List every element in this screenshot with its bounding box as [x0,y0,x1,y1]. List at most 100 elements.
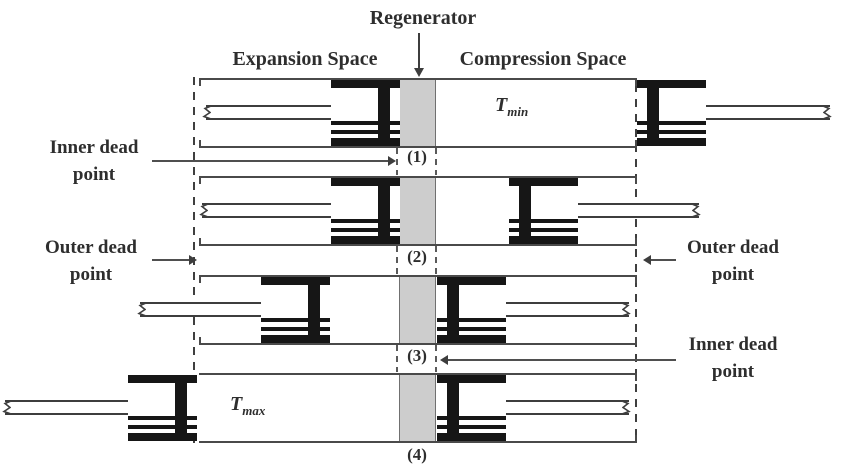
rod-break-mark [622,302,631,317]
rod-break-mark [137,302,146,317]
piston-ring [261,327,330,331]
expansion-piston [331,80,400,146]
piston-cap [509,236,578,244]
regenerator-wall-dash [396,148,398,175]
inner-dead-left-arrowhead-icon [388,156,396,166]
piston-cap [128,375,197,383]
regenerator-wall-dash [435,345,437,372]
compression-piston [437,375,506,441]
compression-piston [637,80,706,146]
engine-state-row-3 [137,275,637,345]
compression-piston-rod [506,302,629,317]
piston-cap [331,80,400,88]
state-label-1: (1) [407,147,427,166]
regenerator-matrix [399,375,436,441]
piston-ring [637,121,706,125]
piston-ring [261,318,330,322]
expansion-piston-rod [206,105,331,120]
piston-seal-bar [447,277,459,343]
piston-ring [128,416,197,420]
cylinder-end-cap-right [635,277,637,343]
engine-state-row-2 [199,176,701,246]
regenerator-wall-dash [435,148,437,175]
regenerator-pointer-line [418,33,420,68]
t-min-label: Tmin [495,94,529,119]
piston-cap [637,138,706,146]
piston-cap [128,433,197,441]
outer-dead-left-leader-line [152,259,189,261]
rod-break-mark [202,105,211,120]
piston-cap [331,236,400,244]
piston-seal-bar [378,178,390,244]
piston-cap [509,178,578,186]
cylinder-end-cap-right [635,375,637,441]
regenerator-wall-dash [435,246,437,274]
piston-ring [437,425,506,429]
piston-seal-bar [175,375,187,441]
outer-dead-right-leader-line [651,259,676,261]
rod-break-mark [199,203,208,218]
expansion-piston-rod [202,203,331,218]
regenerator-matrix [399,178,436,244]
regenerator-arrowhead-icon [414,68,424,77]
state-label-2: (2) [407,247,427,266]
compression-piston-rod [578,203,699,218]
compression-piston-rod [706,105,830,120]
expansion-piston [331,178,400,244]
engine-state-row-1: Tmin [199,78,832,148]
piston-ring [637,130,706,134]
piston-ring [509,219,578,223]
regenerator-matrix [399,277,436,343]
piston-ring [331,130,400,134]
expansion-piston-rod [140,302,261,317]
piston-seal-bar [647,80,659,146]
piston-cap [437,433,506,441]
dead-point-boundary-right [635,84,637,444]
piston-cap [437,277,506,285]
piston-ring [437,327,506,331]
regenerator-label: Regenerator [369,7,477,29]
piston-ring [331,121,400,125]
expansion-space-label: Expansion Space [232,48,378,70]
rod-break-mark [823,105,832,120]
piston-cap [637,80,706,88]
engine-state-row-4: Tmax [2,373,637,443]
expansion-piston [128,375,197,441]
regenerator-wall-dash [396,345,398,372]
cylinder-end-cap-right [635,178,637,244]
cylinder-end-cap-right [635,80,637,146]
piston-cap [331,138,400,146]
compression-piston [509,178,578,244]
piston-cap [437,335,506,343]
inner-dead-point-label-left: Inner dead point [49,137,139,185]
t-max-label: Tmax [230,393,266,418]
outer-dead-right-arrowhead-icon [643,255,651,265]
regenerator-wall-dash [396,246,398,274]
rod-break-mark [2,400,11,415]
state-label-4: (4) [407,445,427,464]
piston-seal-bar [308,277,320,343]
expansion-piston [261,277,330,343]
outer-dead-point-label-right: Outer dead point [686,237,779,285]
piston-ring [437,416,506,420]
piston-cap [331,178,400,186]
piston-ring [331,228,400,232]
cylinder-end-cap-left [199,178,201,244]
expansion-piston-rod [5,400,128,415]
cylinder-end-cap-left [199,80,201,146]
inner-dead-right-arrowhead-icon [440,355,448,365]
compression-piston [437,277,506,343]
piston-seal-bar [447,375,459,441]
inner-dead-point-label-right: Inner dead point [688,334,778,382]
outer-dead-left-arrowhead-icon [189,255,197,265]
compression-space-label: Compression Space [459,48,627,70]
piston-seal-bar [378,80,390,146]
piston-ring [437,318,506,322]
piston-cap [437,375,506,383]
piston-ring [509,228,578,232]
regenerator-matrix [399,80,436,146]
rod-break-mark [692,203,701,218]
outer-dead-point-label-left: Outer dead point [44,237,137,285]
inner-dead-right-leader-line [448,359,676,361]
